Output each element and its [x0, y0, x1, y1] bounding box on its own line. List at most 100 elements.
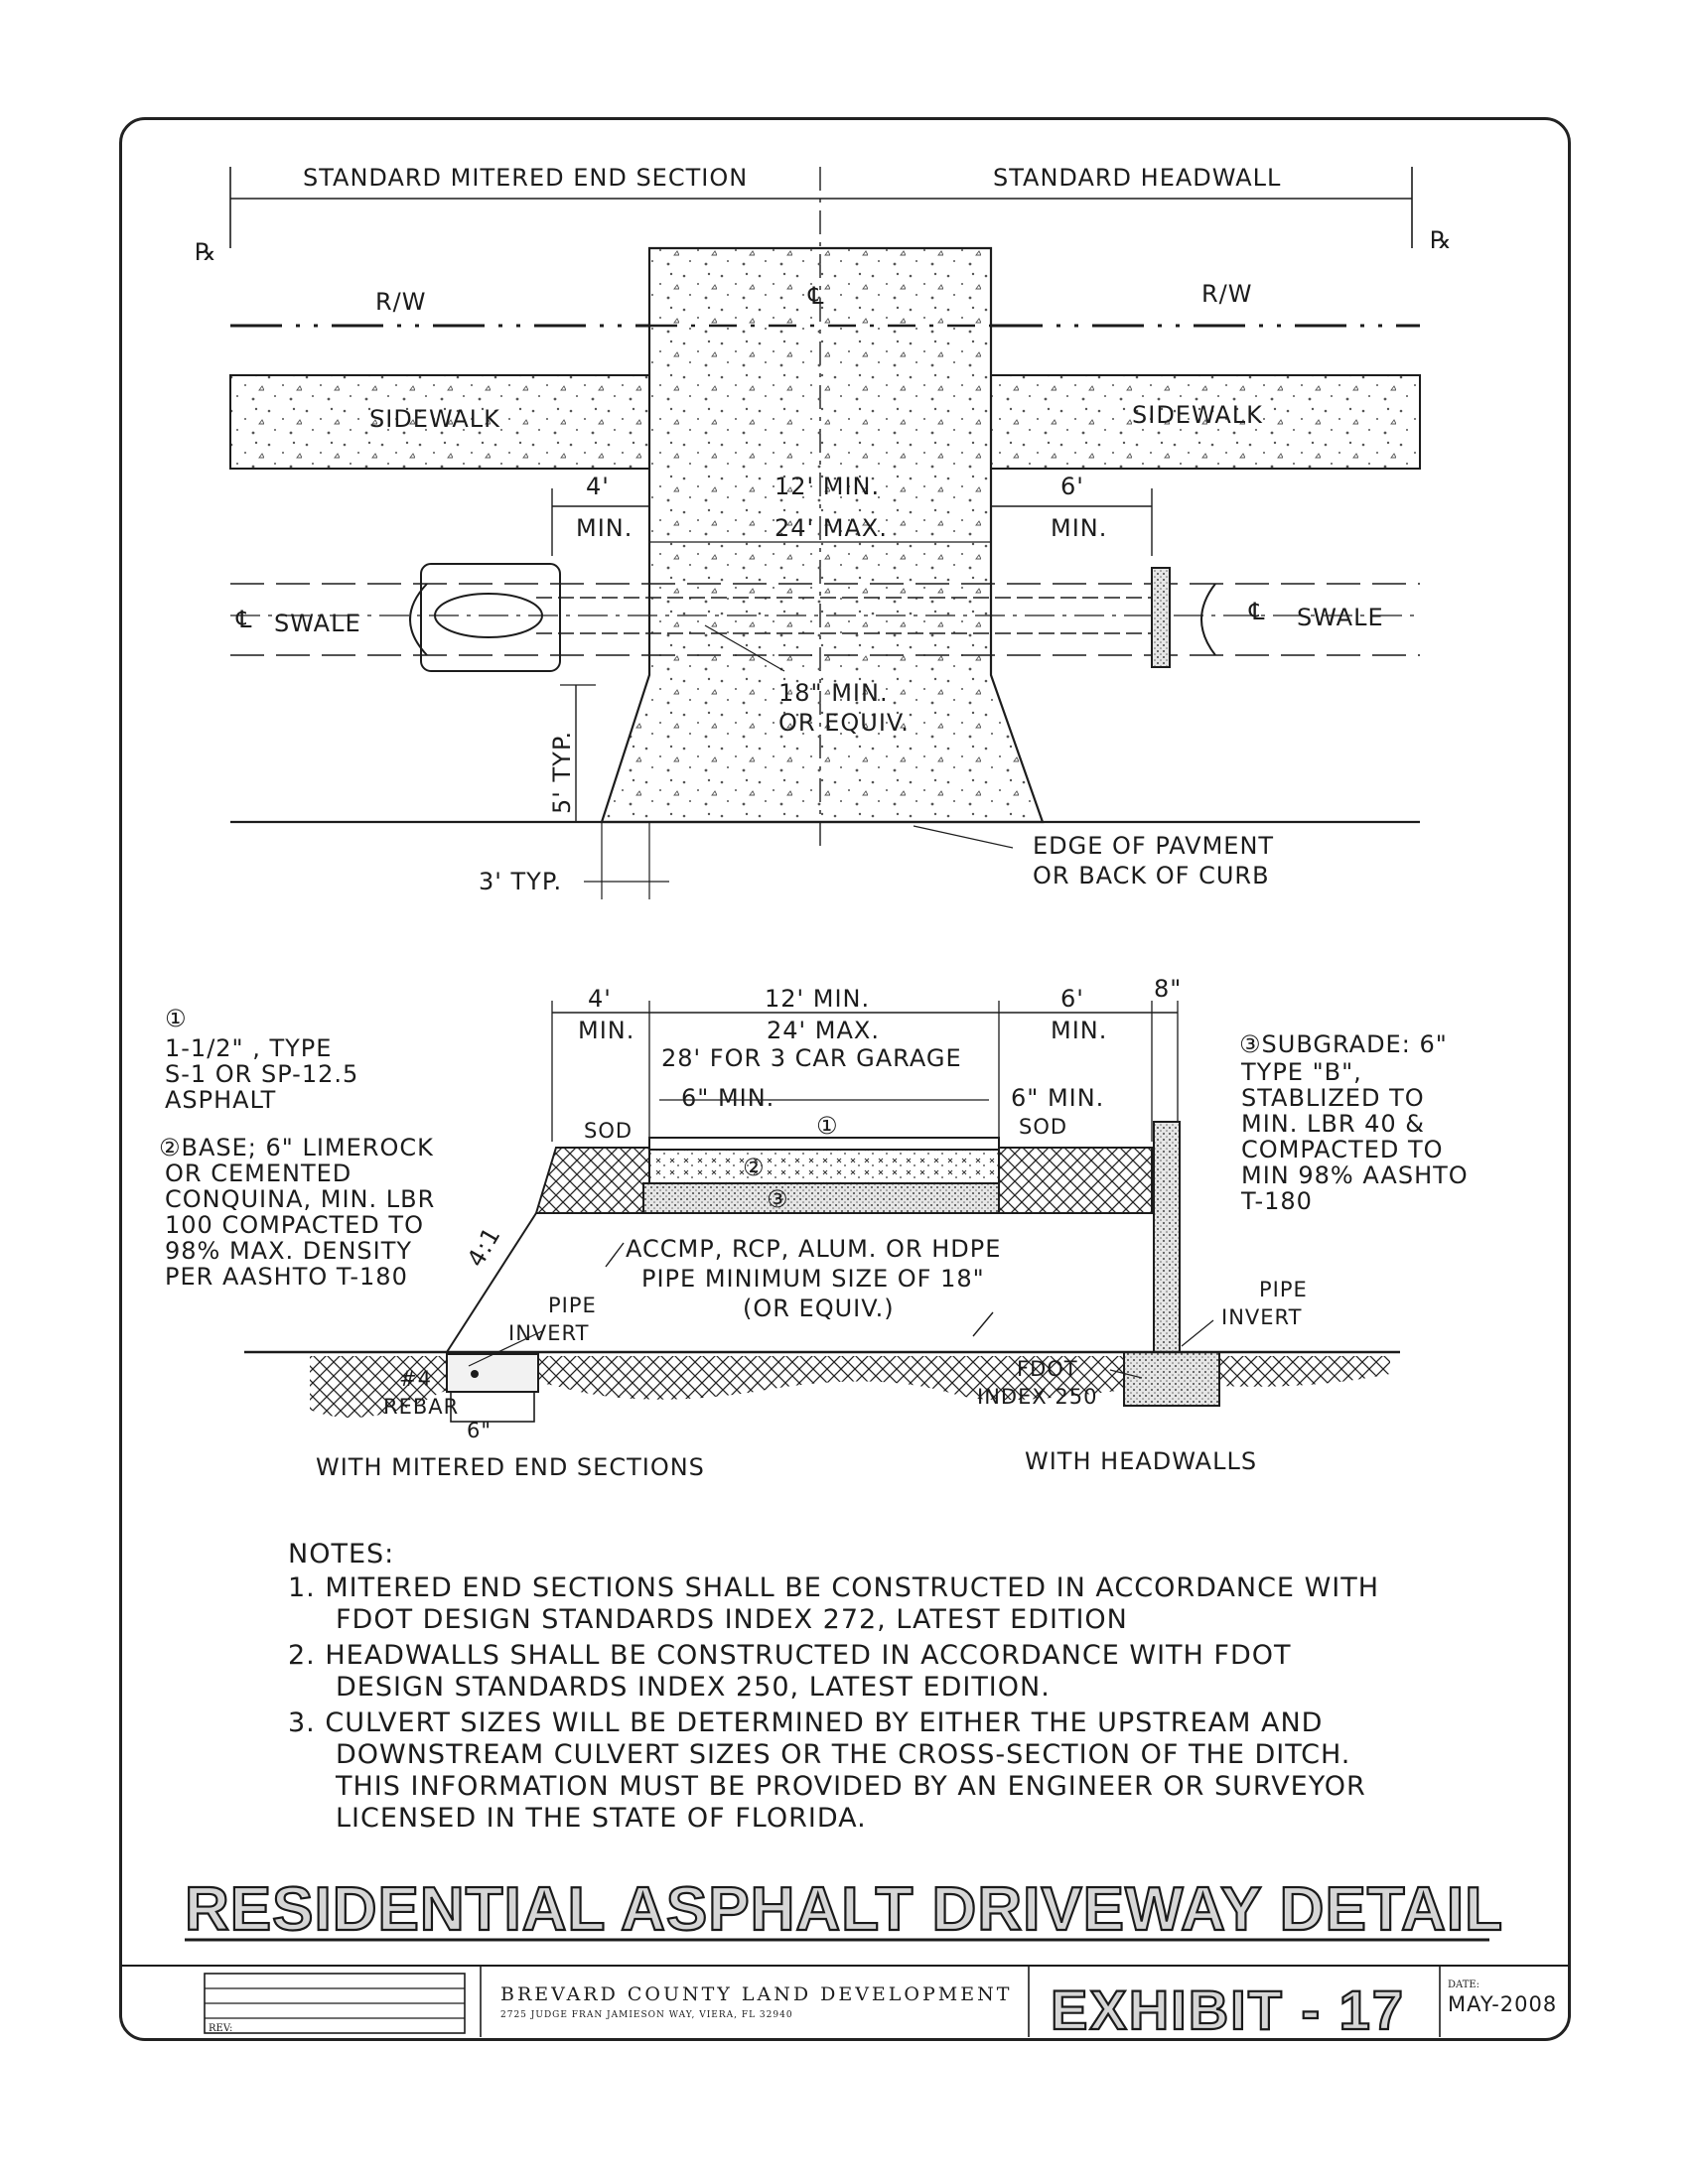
section-left-offset-unit: MIN.: [578, 1017, 634, 1044]
embankment-left: [534, 1147, 650, 1214]
rebar-dimension: 6": [467, 1419, 492, 1442]
sidewalk-right-strip: [990, 374, 1421, 470]
note-1-marker: ①: [165, 1005, 188, 1032]
note-2-line2: DESIGN STANDARDS INDEX 250, LATEST EDITI…: [336, 1672, 1051, 1703]
centerline-symbol-swale-right: ℄: [1248, 598, 1265, 625]
asphalt-note-line1: 1-1/2" , TYPE: [165, 1034, 332, 1062]
drawing-sheet-border: [119, 117, 1571, 2041]
standard-headwall-label: STANDARD HEADWALL: [993, 164, 1281, 192]
centerline-symbol-swale-left: ℄: [235, 606, 252, 633]
sidewalk-label-left: SIDEWALK: [369, 405, 500, 433]
base-note-line5: 98% MAX. DENSITY: [165, 1237, 412, 1265]
plan-driveway-max-width: 24' MAX.: [774, 514, 888, 542]
pipe-invert-right-line2: INVERT: [1221, 1305, 1302, 1329]
section-right-offset-value: 6': [1060, 985, 1084, 1013]
mitered-end-section-section: [446, 1353, 539, 1393]
headwall-section: [1153, 1121, 1181, 1353]
headwall-footing: [1123, 1351, 1220, 1407]
date-label: DATE:: [1448, 1979, 1479, 1990]
notes-heading: NOTES:: [288, 1539, 394, 1570]
layer-3-marker: ③: [767, 1185, 789, 1213]
rebar-size: #4: [399, 1367, 432, 1391]
property-line-symbol-right: ℞: [1430, 226, 1453, 254]
pipe-material-line2: PIPE MINIMUM SIZE OF 18": [641, 1265, 985, 1293]
base-note-line1: ②BASE; 6" LIMEROCK: [159, 1134, 434, 1161]
pipe-material-line1: ACCMP, RCP, ALUM. OR HDPE: [626, 1235, 1001, 1263]
paving-offset-right: 6" MIN.: [1011, 1084, 1104, 1112]
plan-right-offset-value: 6': [1060, 473, 1084, 500]
subgrade-note-line7: T-180: [1240, 1187, 1313, 1215]
subgrade-layer: [642, 1182, 1000, 1214]
sidewalk-label-right: SIDEWALK: [1132, 401, 1263, 429]
base-layer: [648, 1149, 1000, 1184]
flare-length-dim: 5' TYP.: [548, 731, 576, 814]
revision-label: REV:: [209, 2023, 232, 2034]
drawing-date: MAY-2008: [1448, 1992, 1557, 2016]
plan-left-offset-unit: MIN.: [576, 514, 633, 542]
subgrade-note-line6: MIN 98% AASHTO: [1241, 1161, 1469, 1189]
agency-name: BREVARD COUNTY LAND DEVELOPMENT: [500, 1983, 1012, 2005]
fdot-index-label: INDEX 250: [977, 1385, 1098, 1409]
section-three-car-garage-width: 28' FOR 3 CAR GARAGE: [661, 1044, 962, 1072]
pipe-invert-left-line1: PIPE: [548, 1294, 597, 1317]
flare-width-dim: 3' TYP.: [479, 868, 562, 895]
base-note-line6: PER AASHTO T-180: [165, 1263, 408, 1291]
section-right-offset-unit: MIN.: [1051, 1017, 1107, 1044]
base-note-line4: 100 COMPACTED TO: [165, 1211, 424, 1239]
general-notes: NOTES: 1. MITERED END SECTIONS SHALL BE …: [288, 1539, 1379, 1834]
base-note-line3: CONQUINA, MIN. LBR: [165, 1185, 435, 1213]
drawing-title: RESIDENTIAL ASPHALT DRIVEWAY DETAIL: [185, 1875, 1503, 1944]
caption-headwalls: WITH HEADWALLS: [1025, 1447, 1257, 1475]
pipe-invert-right-line1: PIPE: [1259, 1278, 1308, 1301]
section-driveway-min-width: 12' MIN.: [765, 985, 870, 1013]
layer-2-marker: ②: [743, 1154, 766, 1181]
section-left-offset-value: 4': [588, 985, 612, 1013]
mitered-end-section-plan: [420, 563, 561, 672]
property-line-symbol-left: ℞: [195, 238, 217, 266]
pipe-size-note-line2: OR EQUIV.: [778, 709, 910, 737]
subgrade-note-line3: STABLIZED TO: [1241, 1084, 1425, 1112]
note-3-line4: LICENSED IN THE STATE OF FLORIDA.: [336, 1803, 867, 1834]
note-3-line3: THIS INFORMATION MUST BE PROVIDED BY AN …: [335, 1771, 1366, 1802]
headwall-plan: [1151, 567, 1171, 668]
subgrade-note-line2: TYPE "B",: [1240, 1058, 1362, 1086]
pipe-invert-left-line2: INVERT: [508, 1321, 589, 1345]
edge-of-pavement-note-line1: EDGE OF PAVMENT: [1033, 832, 1274, 860]
section-view: 4' MIN. 12' MIN. 24' MAX. 28' FOR 3 CAR …: [159, 975, 1469, 1481]
base-note-line2: OR CEMENTED: [165, 1160, 352, 1187]
asphalt-note-line2: S-1 OR SP-12.5: [165, 1060, 358, 1088]
side-slope-label: 4:1: [462, 1222, 506, 1272]
pipe-material-line3: (OR EQUIV.): [743, 1295, 895, 1322]
exhibit-number: EXHIBIT - 17: [1051, 1979, 1405, 2041]
title-block: REV: BREVARD COUNTY LAND DEVELOPMENT 272…: [121, 1965, 1569, 2042]
headwall-thickness-dim: 8": [1154, 975, 1182, 1003]
sidewalk-left-strip: [229, 374, 650, 470]
note-2-line1: 2. HEADWALLS SHALL BE CONSTRUCTED IN ACC…: [288, 1640, 1291, 1671]
caption-mitered-end-sections: WITH MITERED END SECTIONS: [316, 1453, 705, 1481]
swale-label-left: SWALE: [274, 610, 361, 637]
swale-label-right: SWALE: [1297, 604, 1384, 631]
asphalt-note-line3: ASPHALT: [165, 1086, 276, 1114]
note-3-line2: DOWNSTREAM CULVERT SIZES OR THE CROSS-SE…: [336, 1739, 1350, 1770]
rebar-label: REBAR: [383, 1395, 459, 1419]
fdot-label: FDOT: [1017, 1357, 1078, 1381]
paving-offset-left: 6" MIN.: [681, 1084, 774, 1112]
section-driveway-max-width: 24' MAX.: [767, 1017, 880, 1044]
layer-1-marker: ①: [816, 1112, 839, 1140]
sod-label-right: SOD: [1019, 1115, 1067, 1139]
plan-left-offset-value: 4': [586, 473, 610, 500]
plan-right-offset-unit: MIN.: [1051, 514, 1107, 542]
standard-mitered-end-section-label: STANDARD MITERED END SECTION: [303, 164, 748, 192]
centerline-symbol-driveway: ℄: [807, 282, 824, 310]
note-3-line1: 3. CULVERT SIZES WILL BE DETERMINED BY E…: [288, 1707, 1323, 1738]
sod-label-left: SOD: [584, 1119, 633, 1143]
subgrade-note-line4: MIN. LBR 40 &: [1241, 1110, 1425, 1138]
edge-of-pavement-note-line2: OR BACK OF CURB: [1033, 862, 1270, 889]
agency-address: 2725 JUDGE FRAN JAMIESON WAY, VIERA, FL …: [500, 2010, 793, 2020]
right-of-way-label-right: R/W: [1201, 280, 1253, 308]
subgrade-note-line1: ③SUBGRADE: 6": [1239, 1030, 1448, 1058]
embankment-right: [998, 1147, 1153, 1214]
note-1-line1: 1. MITERED END SECTIONS SHALL BE CONSTRU…: [288, 1572, 1379, 1603]
note-1-line2: FDOT DESIGN STANDARDS INDEX 272, LATEST …: [336, 1604, 1128, 1635]
